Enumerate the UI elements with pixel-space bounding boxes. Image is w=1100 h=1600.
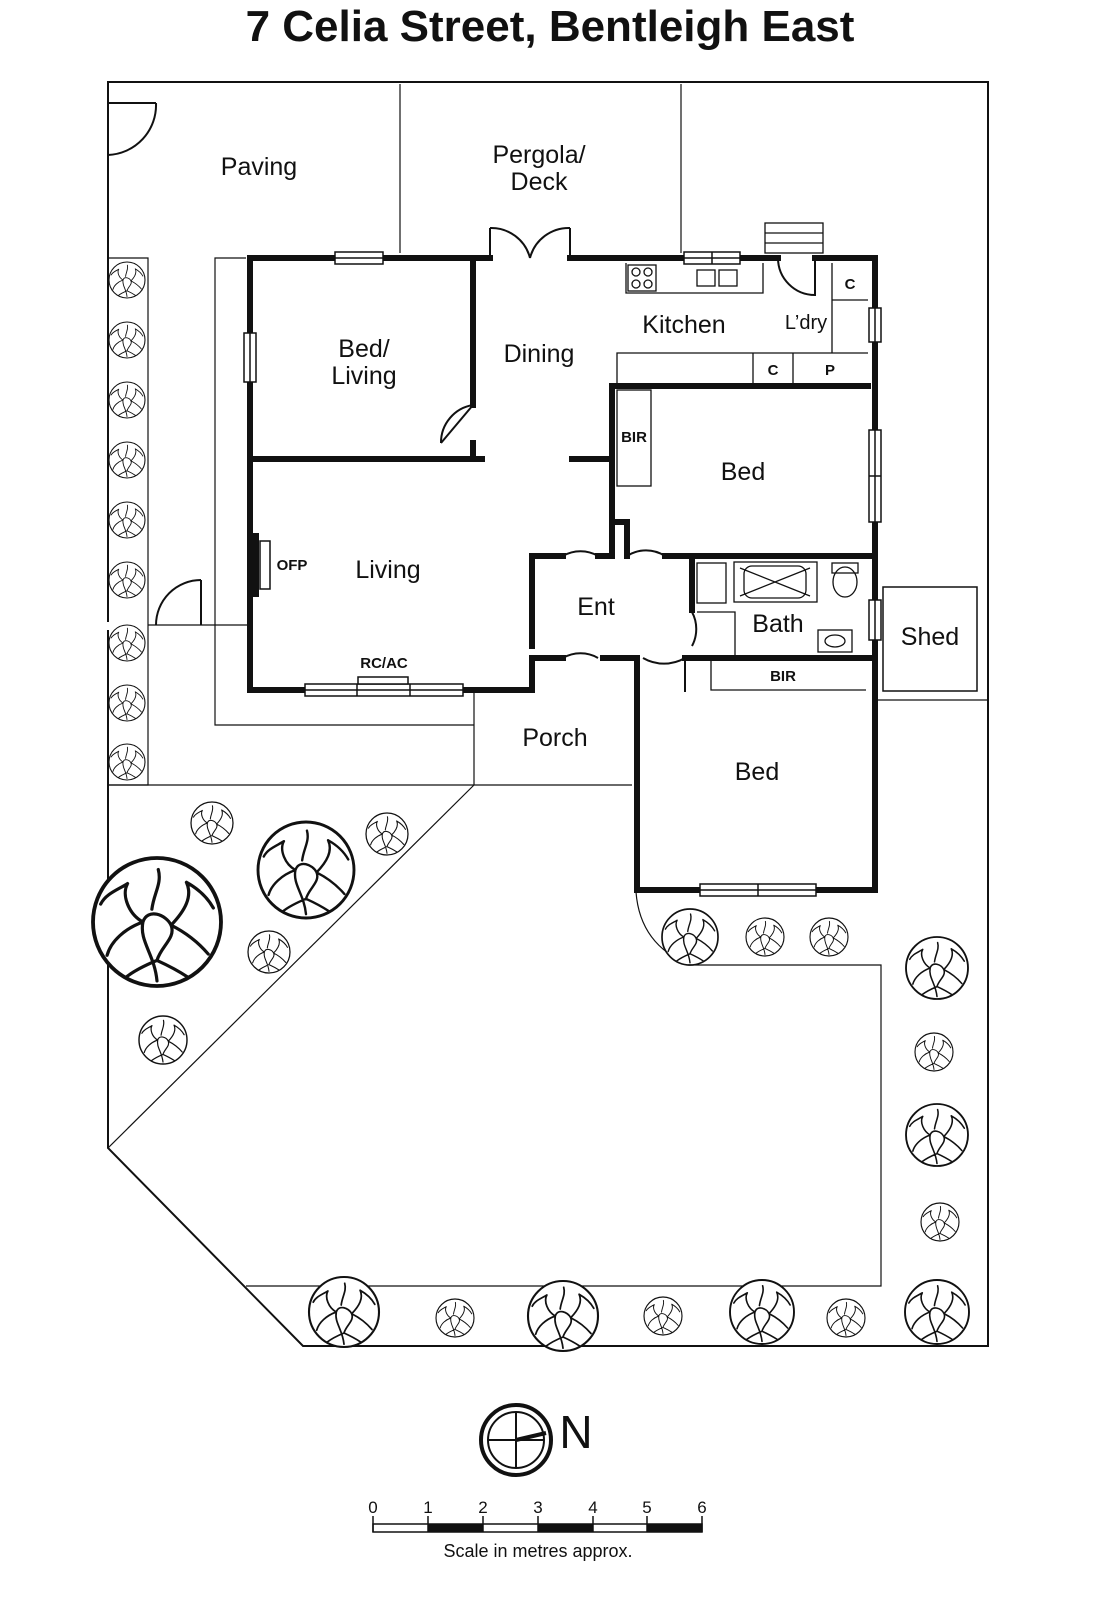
- room-label-kitchen: Kitchen: [642, 311, 725, 339]
- room-label-bath: Bath: [752, 610, 803, 638]
- room-label-bed-2: Bed: [735, 758, 779, 786]
- room-label-bed-1: Bed: [721, 458, 765, 486]
- scale-tick-6: 6: [697, 1498, 706, 1517]
- label-cupboard-laundry: C: [845, 276, 856, 293]
- room-label-pergola: Pergola/: [492, 141, 585, 169]
- scale-tick-4: 4: [588, 1498, 597, 1517]
- north-compass-icon: [479, 1403, 553, 1477]
- scale-caption: Scale in metres approx.: [443, 1541, 632, 1561]
- scale-tick-2: 2: [478, 1498, 487, 1517]
- scale-tick-1: 1: [423, 1498, 432, 1517]
- scale-tick-3: 3: [533, 1498, 542, 1517]
- room-label-bed-living-1: Bed/: [338, 335, 389, 363]
- windows: [243, 251, 882, 897]
- page-title: 7 Celia Street, Bentleigh East: [245, 2, 855, 51]
- room-label-paving: Paving: [221, 153, 297, 181]
- site-boundary: [107, 81, 989, 1347]
- label-pantry: P: [825, 362, 835, 379]
- label-fireplace: OFP: [277, 557, 308, 574]
- label-heating-cooling: RC/AC: [360, 655, 408, 672]
- room-label-entry: Ent: [577, 593, 615, 621]
- label-cupboard-kitchen: C: [768, 362, 779, 379]
- room-label-deck: Deck: [511, 168, 568, 196]
- walls: [247, 255, 878, 893]
- joinery: [616, 222, 868, 691]
- scale-tick-5: 5: [642, 1498, 651, 1517]
- fireplace-symbol: [251, 533, 271, 597]
- scale-bar: [372, 1516, 703, 1533]
- label-bir-bed-2: BIR: [770, 668, 796, 685]
- room-label-dining: Dining: [504, 340, 575, 368]
- shrubs: [91, 261, 970, 1353]
- label-bir-bed-1: BIR: [621, 429, 647, 446]
- room-label-porch: Porch: [522, 724, 587, 752]
- room-label-living: Living: [355, 556, 420, 584]
- north-label: N: [559, 1406, 592, 1458]
- landscape-lines: [107, 84, 988, 1287]
- scale-tick-0: 0: [368, 1498, 377, 1517]
- room-label-laundry: L’dry: [785, 312, 827, 334]
- room-label-bed-living-2: Living: [331, 362, 396, 390]
- doors: [439, 226, 816, 692]
- room-label-shed: Shed: [901, 623, 959, 651]
- gate: [107, 102, 202, 626]
- shed-outline: [882, 586, 978, 692]
